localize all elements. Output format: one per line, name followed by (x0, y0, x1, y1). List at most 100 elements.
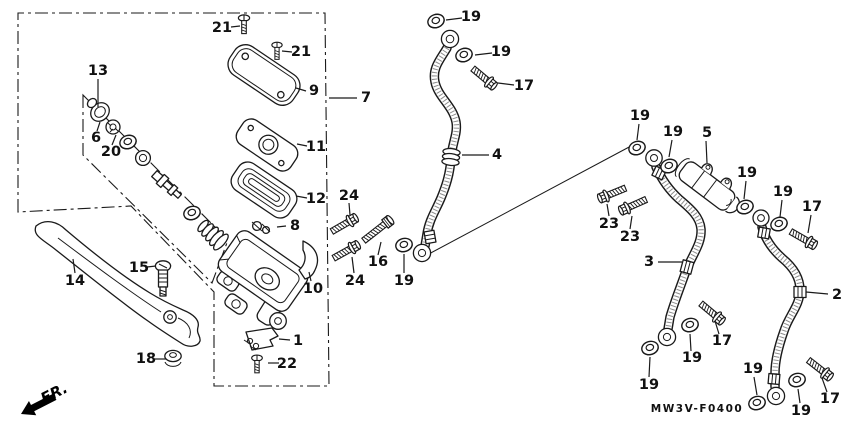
part-callout-24[interactable]: 24 (345, 273, 365, 289)
part-reservoir-cover (227, 44, 301, 106)
leader-line (714, 320, 720, 335)
part-callout-19[interactable]: 19 (737, 165, 757, 181)
part-hose-joint-5 (674, 158, 740, 214)
part-callout-19[interactable]: 19 (743, 361, 763, 377)
part-washer-19 (453, 45, 475, 65)
leader-line (474, 52, 493, 56)
part-code: MW3V-F0400 (651, 403, 743, 415)
part-callout-17[interactable]: 17 (802, 199, 822, 215)
part-screw-15 (154, 260, 172, 297)
leader-line (821, 377, 828, 393)
part-callout-23[interactable]: 23 (620, 229, 640, 245)
part-callout-19[interactable]: 19 (791, 403, 811, 419)
part-callout-3[interactable]: 3 (644, 254, 654, 270)
part-master-cylinder-body (216, 230, 309, 330)
part-callout-10[interactable]: 10 (303, 281, 323, 297)
leader-lines (72, 17, 829, 404)
part-washer-19 (746, 393, 768, 413)
part-nut-18 (164, 349, 182, 367)
part-screw-21b (271, 41, 283, 60)
part-brake-hose-4 (412, 29, 462, 263)
part-callout-17[interactable]: 17 (514, 78, 534, 94)
part-washer-19 (786, 370, 808, 390)
part-callout-16[interactable]: 16 (368, 254, 388, 270)
leader-line (668, 139, 673, 158)
part-callout-2[interactable]: 2 (832, 287, 842, 303)
leader-line (636, 123, 640, 141)
part-diaphragm-plate (235, 118, 299, 172)
part-callout-19[interactable]: 19 (682, 350, 702, 366)
fr-direction-indicator: FR. (21, 379, 71, 416)
part-callout-19[interactable]: 19 (630, 108, 650, 124)
part-callout-8[interactable]: 8 (290, 218, 300, 234)
leader-line (296, 143, 308, 147)
part-callout-14[interactable]: 14 (65, 273, 85, 289)
part-callout-7[interactable]: 7 (361, 90, 371, 106)
part-oil-bolt-17 (787, 225, 820, 253)
leader-line (295, 87, 307, 92)
part-brake-lever (34, 220, 201, 347)
part-washer-19 (425, 11, 447, 31)
part-callout-19[interactable]: 19 (394, 273, 414, 289)
reference-line (426, 145, 632, 256)
leader-line (497, 82, 515, 86)
leader-line (295, 195, 308, 199)
part-callout-17[interactable]: 17 (712, 333, 732, 349)
leader-line (606, 203, 610, 217)
part-washer-19 (393, 235, 415, 255)
leader-line (753, 376, 758, 396)
part-piston-kit (86, 97, 229, 251)
part-callout-15[interactable]: 15 (129, 260, 149, 276)
leader-line (445, 17, 463, 21)
part-diaphragm (230, 161, 298, 219)
part-callout-19[interactable]: 19 (773, 184, 793, 200)
leader-line (230, 25, 241, 28)
leader-line (276, 225, 287, 228)
part-flange-bolt-23 (595, 181, 629, 206)
part-callout-9[interactable]: 9 (309, 83, 319, 99)
part-bracket-1 (243, 327, 279, 351)
part-clamp-8 (251, 220, 271, 235)
part-callout-19[interactable]: 19 (461, 9, 481, 25)
part-spring (197, 219, 229, 251)
leader-line (805, 291, 829, 295)
part-washer-19 (639, 338, 661, 358)
leader-line (146, 265, 157, 268)
leader-line (348, 202, 351, 216)
part-callout-17[interactable]: 17 (820, 391, 840, 407)
part-callout-23[interactable]: 23 (599, 216, 619, 232)
part-callout-12[interactable]: 12 (306, 191, 326, 207)
part-callout-19[interactable]: 19 (639, 377, 659, 393)
part-brake-hose-2 (752, 209, 807, 406)
fr-label: FR. (38, 379, 71, 408)
part-callout-20[interactable]: 20 (101, 144, 121, 160)
leader-line (281, 50, 293, 53)
part-oil-bolt-17 (803, 354, 837, 384)
leader-line (743, 180, 747, 200)
part-callout-11[interactable]: 11 (306, 139, 326, 155)
part-callout-24[interactable]: 24 (339, 188, 359, 204)
part-callout-21[interactable]: 21 (212, 20, 232, 36)
part-flange-bolt-24 (329, 237, 363, 265)
part-callout-13[interactable]: 13 (88, 63, 108, 79)
part-callout-19[interactable]: 19 (491, 44, 511, 60)
part-callout-18[interactable]: 18 (136, 351, 156, 367)
part-callout-5[interactable]: 5 (702, 125, 712, 141)
part-holder-10 (298, 240, 319, 280)
part-callout-1[interactable]: 1 (293, 333, 303, 349)
part-oil-bolt-17 (696, 298, 729, 328)
part-screw-22 (251, 354, 263, 374)
part-callout-22[interactable]: 22 (277, 356, 297, 372)
part-callout-19[interactable]: 19 (663, 124, 683, 140)
outer-boundary-box (17, 12, 330, 387)
leader-line (278, 338, 291, 341)
leader-line (648, 356, 651, 378)
part-callout-21[interactable]: 21 (291, 44, 311, 60)
part-callout-4[interactable]: 4 (492, 147, 502, 163)
leader-line (111, 134, 117, 146)
part-callout-6[interactable]: 6 (91, 130, 101, 146)
leader-line (96, 121, 101, 132)
